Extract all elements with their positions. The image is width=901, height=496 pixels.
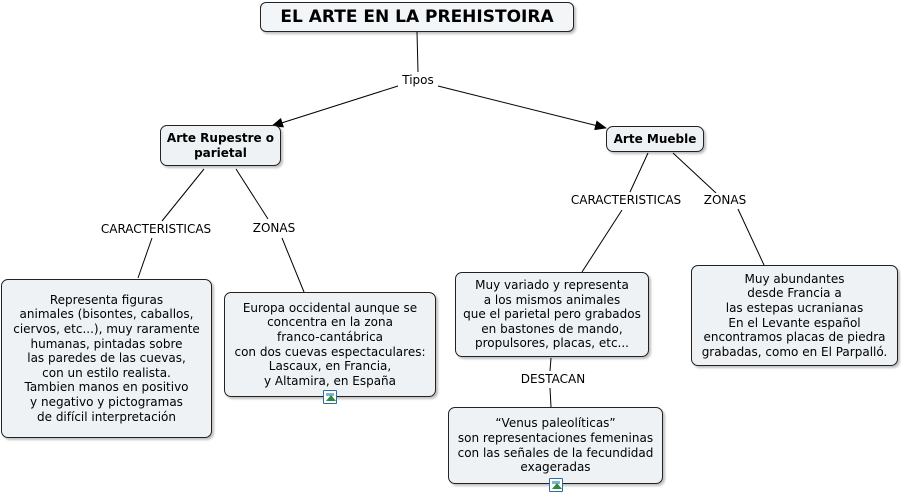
line-mueble-caract <box>629 152 649 193</box>
line-title-tipos <box>416 31 419 73</box>
line-caract-destacan <box>549 357 552 372</box>
line-mueble-zonas <box>672 152 717 194</box>
link-label-tipos: Tipos <box>400 73 436 87</box>
map-title[interactable]: EL ARTE EN LA PREHISTOIRA <box>260 2 574 32</box>
line-zonas-node-r <box>737 208 765 266</box>
line-caract-node-r <box>581 209 623 273</box>
link-label-zonas-rupestre: ZONAS <box>250 221 298 235</box>
concept-arte-rupestre[interactable]: Arte Rupestre o parietal <box>160 125 281 166</box>
concept-arte-mueble[interactable]: Arte Mueble <box>606 126 704 152</box>
concept-mueble-caracteristicas[interactable]: Muy variado y representa a los mismos an… <box>455 272 649 357</box>
concept-rupestre-zonas[interactable]: Europa occidental aunque se concentra en… <box>224 292 436 397</box>
arrow-tipos-rupestre <box>271 85 399 128</box>
image-attachment-icon[interactable] <box>549 478 563 492</box>
link-label-destacan: DESTACAN <box>518 372 588 386</box>
concept-rupestre-caracteristicas[interactable]: Representa figuras animales (bisontes, c… <box>1 279 212 438</box>
concept-venus-paleoliticas[interactable]: “Venus paleolíticas” son representacione… <box>448 407 663 484</box>
line-zonas-node <box>281 237 305 293</box>
image-attachment-icon[interactable] <box>323 390 337 404</box>
concept-mueble-zonas[interactable]: Muy abundantes desde Francia a las estep… <box>691 265 898 366</box>
line-destacan-venus <box>549 387 552 408</box>
arrow-tipos-mueble <box>437 85 607 131</box>
link-label-caracteristicas-rupestre: CARACTERISTICAS <box>98 222 214 236</box>
line-caract-node <box>137 237 153 279</box>
line-rupestre-zonas <box>235 168 269 220</box>
line-rupestre-caract <box>161 168 205 222</box>
link-label-zonas-mueble: ZONAS <box>701 193 749 207</box>
link-label-caracteristicas-mueble: CARACTERISTICAS <box>568 193 684 207</box>
